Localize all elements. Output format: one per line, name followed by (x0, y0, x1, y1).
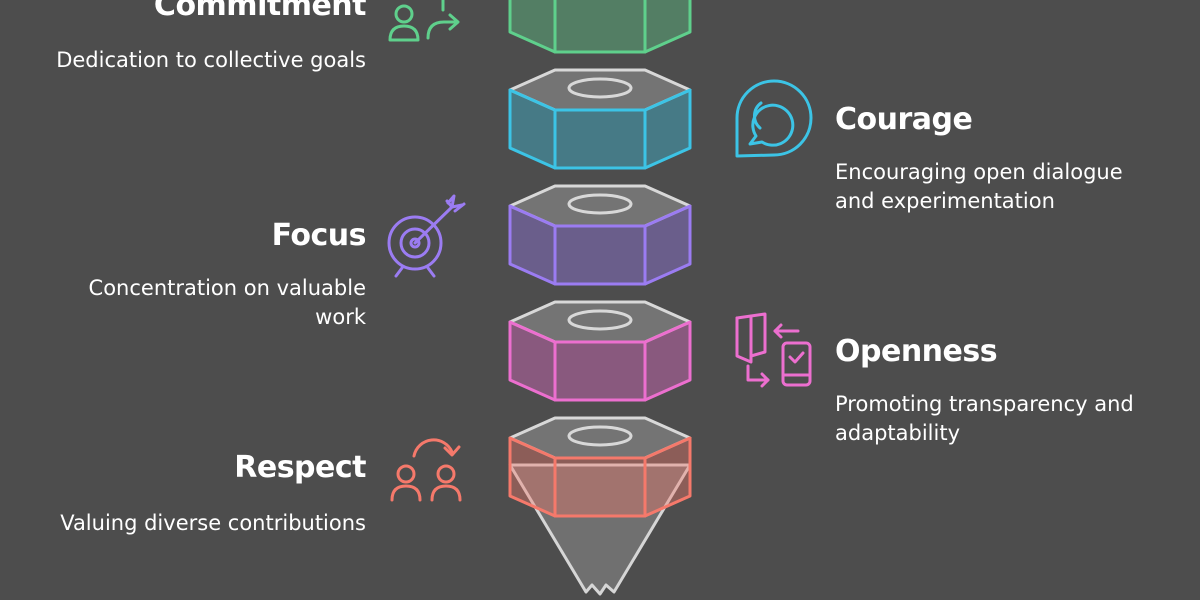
people-commitment-icon (388, 0, 460, 42)
hex-ring-focus (567, 193, 633, 215)
hex-layer-commitment (508, 0, 692, 54)
description-courage: Encouraging open dialogue and experiment… (835, 160, 1123, 213)
hex-ring-openness (567, 309, 633, 331)
people-exchange-icon (390, 438, 462, 502)
title-focus: Focus (271, 218, 367, 253)
hex-side-front-focus (553, 224, 647, 286)
hex-side-front-courage (553, 108, 647, 170)
hex-side-right-commitment (643, 0, 692, 54)
target-icon (387, 194, 466, 278)
hex-layer-courage (508, 68, 692, 170)
description-openness: Promoting transparency and adaptability (835, 392, 1134, 445)
hex-layer-openness (508, 300, 692, 402)
description-respect: Valuing diverse contributions (60, 511, 366, 535)
hex-side-right-courage (643, 88, 692, 170)
hex-layer-respect (508, 416, 692, 518)
hex-ring-respect (567, 425, 633, 447)
title-openness: Openness (835, 334, 998, 369)
chat-bubble-icon (735, 79, 813, 158)
description-commitment: Dedication to collective goals (56, 48, 366, 72)
hex-side-front-openness (553, 340, 647, 402)
hex-side-front-commitment (553, 0, 647, 54)
hex-layers (508, 0, 692, 518)
title-courage: Courage (835, 102, 973, 137)
hex-layer-focus (508, 184, 692, 286)
hex-side-left-commitment (508, 0, 557, 54)
title-respect: Respect (234, 450, 366, 485)
hex-ring-courage (567, 77, 633, 99)
hex-side-right-respect (643, 436, 692, 518)
hex-side-right-openness (643, 320, 692, 402)
description-focus: Concentration on valuable work (88, 276, 366, 329)
hex-side-right-focus (643, 204, 692, 286)
devices-sync-icon (735, 312, 812, 388)
title-commitment: Commitment (153, 0, 367, 23)
hex-side-front-respect (553, 456, 647, 518)
